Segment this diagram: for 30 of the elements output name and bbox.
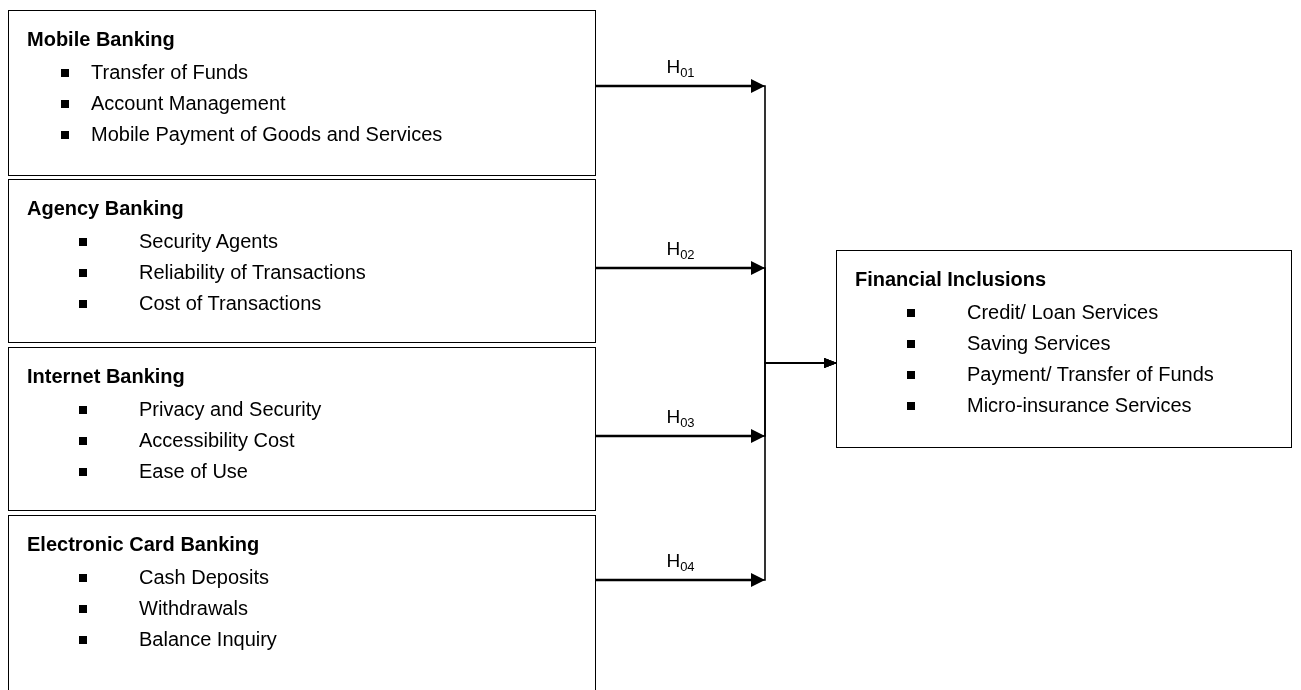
factor-box [836,250,1292,448]
factor-box [8,10,596,176]
box-heading: Mobile Banking [27,27,176,52]
edge-label: H$_{02}$ [666,238,695,264]
bullet-item: Balance Inquiry [139,628,277,650]
box-heading: Agency Banking [27,196,185,221]
factor-box [8,515,596,690]
bullet-item: Cost of Transactions [139,292,322,314]
box-heading: Electronic Card Banking [27,532,261,557]
bullet-item: Withdrawals [139,597,248,619]
bullet-item: Accessibility Cost [139,429,295,451]
bullet-item: Account Management [91,92,286,114]
bullet-item: Security Agents [139,230,278,252]
bullet-item: Ease of Use [139,460,248,482]
bullet-item: Payment/ Transfer of Funds [967,363,1214,385]
bullet-item: Privacy and Security [139,398,322,420]
edge-label: H$_{01}$ [666,56,695,82]
box-heading: Internet Banking [27,364,186,389]
edge-label: H$_{04}$ [666,550,695,576]
edge-label: H$_{03}$ [666,406,695,432]
bullet-item: Transfer of Funds [91,61,249,83]
factor-box [8,347,596,511]
box-heading: Financial Inclusions [855,267,1048,292]
bullet-item: Cash Deposits [139,566,270,588]
bullet-item: Mobile Payment of Goods and Services [91,123,443,145]
factor-box [8,179,596,343]
bullet-item: Reliability of Transactions [139,261,366,283]
bullet-item: Saving Services [967,332,1111,354]
bullet-item: Credit/ Loan Services [967,301,1159,323]
bullet-item: Micro-insurance Services [967,394,1192,416]
